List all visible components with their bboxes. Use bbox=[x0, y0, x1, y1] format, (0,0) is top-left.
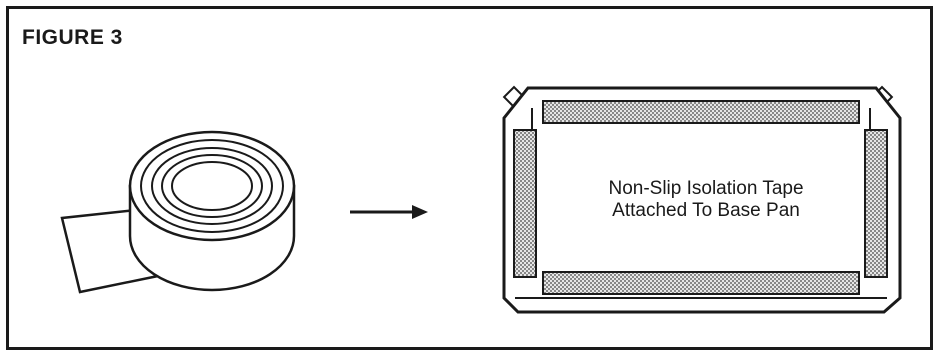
arrow-right-icon bbox=[350, 205, 428, 219]
figure-caption: Non-Slip Isolation Tape Attached To Base… bbox=[556, 178, 856, 222]
tape-strip-top bbox=[542, 100, 860, 124]
tape-roll-icon bbox=[60, 130, 296, 294]
base-pan-icon bbox=[502, 85, 902, 314]
tape-strip-left bbox=[513, 129, 537, 278]
caption-line-2: Attached To Base Pan bbox=[612, 200, 800, 221]
tape-strip-right bbox=[864, 129, 888, 278]
caption-line-1: Non-Slip Isolation Tape bbox=[608, 178, 804, 199]
figure-title: FIGURE 3 bbox=[22, 26, 123, 49]
tape-strip-bottom bbox=[542, 271, 860, 295]
